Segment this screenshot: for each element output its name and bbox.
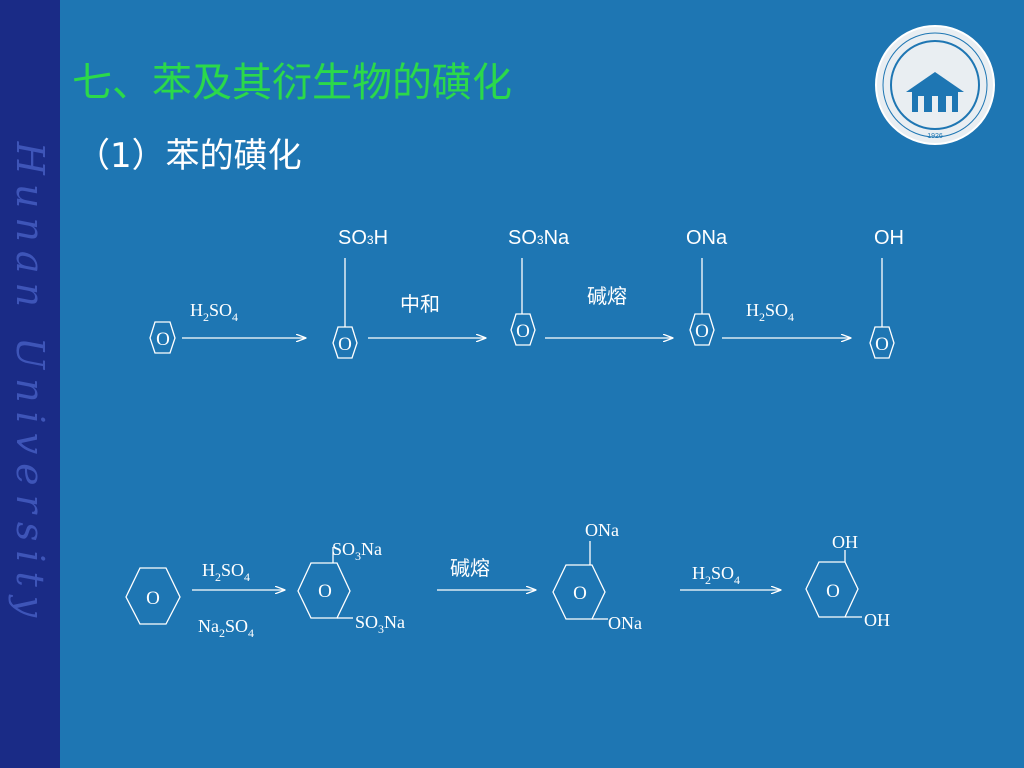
reagent-neutralization: 中和 — [400, 293, 440, 316]
reagent-h2so4: H2SO4 — [746, 300, 794, 324]
ring-label: O — [156, 329, 170, 350]
phenol-ring — [869, 326, 895, 359]
benzene-ring — [125, 567, 181, 625]
sidebar-band: Hunan University — [0, 0, 60, 768]
ring-label: O — [695, 321, 709, 342]
ring-label: O — [875, 334, 889, 355]
phenoxide-label-bottom: ONa — [608, 613, 642, 633]
reagent-na2so4: Na2SO4 — [198, 616, 254, 640]
reagent-alkali-fusion: 碱熔 — [587, 285, 627, 308]
university-seal-logo: 1926 — [875, 25, 995, 145]
sodium-benzenesulfonate-ring — [510, 313, 536, 346]
reagent-h2so4: H2SO4 — [692, 563, 740, 587]
benzene-ring — [149, 321, 176, 354]
sodium-phenoxide-label: ONa — [686, 227, 728, 249]
ring-label: O — [318, 581, 332, 602]
slide-subtitle: （1）苯的磺化 — [76, 136, 302, 176]
sodium-sulfonate-label: SO3Na — [508, 227, 570, 249]
ring-label: O — [573, 583, 587, 604]
reagent-alkali-fusion: 碱熔 — [450, 557, 490, 580]
diphenoxide-ring — [552, 564, 606, 620]
hydroxyl-label: OH — [874, 227, 904, 249]
reagent-h2so4: H2SO4 — [190, 300, 238, 324]
slide-title: 七、苯及其衍生物的磺化 — [72, 60, 512, 106]
sulfonate-label-bottom: SO3Na — [355, 612, 405, 636]
hydroxyl-label-top: OH — [832, 532, 858, 552]
phenoxide-label-top: ONa — [585, 520, 619, 540]
sulfonic-acid-label: SO3H — [338, 227, 388, 249]
benzenesulfonic-acid-ring — [332, 326, 358, 359]
sodium-phenoxide-ring — [689, 313, 715, 346]
sulfonate-label-top: SO3Na — [332, 539, 382, 563]
disulfonate-ring — [297, 562, 351, 619]
logo-year: 1926 — [927, 133, 943, 140]
hydroxyl-label-bottom: OH — [864, 610, 890, 630]
ring-label: O — [516, 321, 530, 342]
ring-label: O — [338, 334, 352, 355]
ring-label: O — [826, 581, 840, 602]
resorcinol-ring — [805, 561, 859, 618]
reagent-h2so4: H2SO4 — [202, 560, 250, 584]
ring-label: O — [146, 588, 160, 609]
